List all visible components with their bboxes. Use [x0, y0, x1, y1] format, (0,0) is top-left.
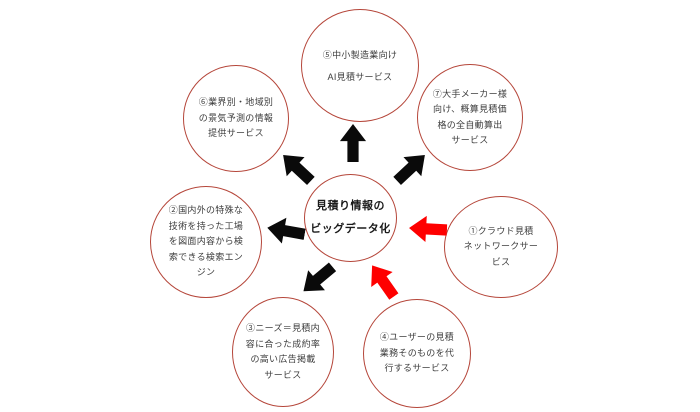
node-circle-2-factory-search: ②国内外の特殊な 技術を持った工場 を図面内容から検 索できる検索エン ジン [150, 186, 262, 298]
node-3-line: 容に合った成約率 [245, 338, 321, 349]
node-2-line: ②国内外の特殊な [168, 205, 244, 216]
node-5-label: ⑤中小製造業向け AI見積サービス [323, 44, 397, 88]
node-7-label: ⑦大手メーカー様 向け、概算見積価 格の全自動算出 サービス [433, 87, 507, 149]
black-arrow-up-icon [339, 124, 367, 162]
node-circle-6-forecast-info: ⑥業界別・地域別 の景気予測の情報 提供サービス [183, 65, 289, 172]
node-7-line: 格の全自動算出 [437, 119, 503, 130]
node-2-line: 索できる検索エン [168, 251, 244, 262]
node-2-label: ②国内外の特殊な 技術を持った工場 を図面内容から検 索できる検索エン ジン [169, 203, 243, 281]
node-1-line: ネットワークサー [463, 241, 539, 252]
node-7-line: サービス [451, 135, 489, 145]
node-2-line: ジン [196, 267, 216, 278]
node-7-line: ⑦大手メーカー様 [432, 88, 508, 99]
node-1-line: ①クラウド見積 [468, 225, 534, 236]
node-2-line: を図面内容から検 [168, 236, 244, 247]
node-3-label: ③ニーズ＝見積内 容に合った成約率 の高い広告掲載 サービス [246, 321, 320, 383]
black-arrow-up-left-icon [274, 145, 321, 191]
node-3-line: の高い広告掲載 [250, 354, 316, 364]
center-line: 見積り情報の [316, 200, 385, 212]
node-circle-7-auto-estimate: ⑦大手メーカー様 向け、概算見積価 格の全自動算出 サービス [417, 64, 523, 171]
node-7-line: 向け、概算見積価 [433, 104, 507, 114]
center-circle-bigdata: 見積り情報の ビッグデータ化 [304, 174, 397, 262]
node-5-line: ⑤中小製造業向け [322, 49, 398, 60]
node-6-line: の景気予測の情報 [198, 112, 274, 123]
node-1-label: ①クラウド見積 ネットワークサー ビス [464, 224, 538, 271]
node-circle-4-quote-outsourcing: ④ユーザーの見積 業務そのものを代 行するサービス [363, 299, 471, 408]
node-6-line: 提供サービス [208, 128, 264, 139]
node-circle-1-cloud-network: ①クラウド見積 ネットワークサー ビス [444, 196, 558, 298]
node-4-label: ④ユーザーの見積 業務そのものを代 行するサービス [380, 330, 454, 377]
node-5-line: AI見積サービス [327, 71, 393, 82]
black-arrow-left-icon [265, 214, 307, 248]
node-circle-3-ad-service: ③ニーズ＝見積内 容に合った成約率 の高い広告掲載 サービス [232, 297, 334, 407]
center-label: 見積り情報の ビッグデータ化 [310, 195, 391, 241]
red-arrow-up-left-icon [361, 257, 406, 304]
center-line: ビッグデータ化 [310, 223, 391, 235]
black-arrow-up-right-icon [388, 145, 435, 191]
red-arrow-left-icon [408, 214, 448, 244]
node-3-line: ③ニーズ＝見積内 [246, 323, 320, 333]
node-4-line: ④ユーザーの見積 [379, 332, 455, 343]
node-4-line: 行するサービス [384, 363, 450, 374]
node-3-line: サービス [264, 369, 302, 380]
node-2-line: 技術を持った工場 [168, 220, 244, 231]
black-arrow-down-left-icon [294, 256, 341, 302]
node-4-line: 業務そのものを代 [379, 347, 455, 358]
node-6-line: ⑥業界別・地域別 [198, 97, 274, 108]
node-6-label: ⑥業界別・地域別 の景気予測の情報 提供サービス [199, 95, 273, 142]
node-1-line: ビス [491, 256, 511, 267]
node-circle-5-sme-ai-quote: ⑤中小製造業向け AI見積サービス [301, 9, 419, 122]
